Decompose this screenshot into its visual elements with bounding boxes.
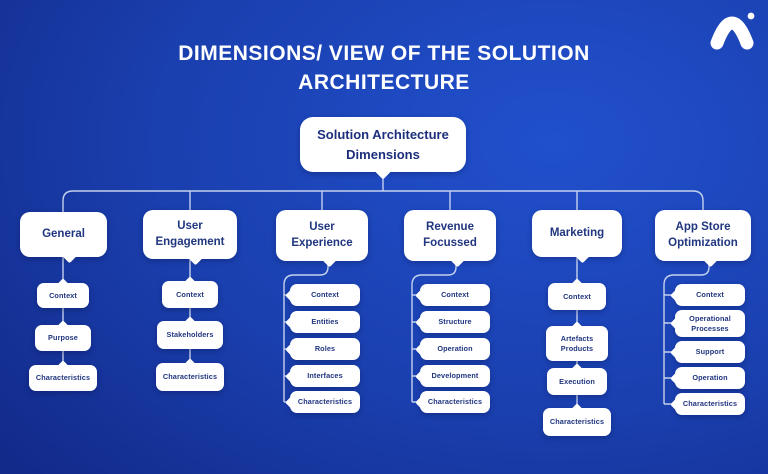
- node-user-experience-interfaces: Interfaces: [285, 365, 360, 387]
- node-user-engagement-label: User Engagement: [155, 219, 225, 248]
- child-label: Context: [696, 290, 724, 300]
- node-revenue-focussed: Revenue Focussed: [404, 210, 496, 268]
- child-label: Purpose: [48, 333, 78, 343]
- node-aso-operation: Operation: [670, 367, 745, 389]
- node-user-engagement: User Engagement: [143, 210, 237, 266]
- node-revenue-development: Development: [415, 365, 490, 387]
- node-root-label: Solution Architecture Dimensions: [317, 127, 449, 162]
- child-label: Structure: [438, 317, 472, 327]
- child-label: Characteristics: [427, 397, 483, 407]
- child-label: Context: [49, 290, 77, 300]
- node-revenue-structure: Structure: [415, 311, 490, 333]
- child-label: Characteristics: [162, 372, 218, 382]
- node-aso-operational-processes: Operational Processes: [670, 310, 745, 337]
- node-revenue-focussed-label: Revenue Focussed: [423, 220, 477, 249]
- node-general-characteristics: Characteristics: [29, 360, 97, 391]
- node-user-experience-characteristics: Characteristics: [285, 391, 360, 413]
- child-label: Context: [311, 290, 339, 300]
- child-label: Characteristics: [549, 417, 605, 427]
- node-marketing-label: Marketing: [549, 226, 605, 239]
- child-label: Characteristics: [35, 373, 91, 383]
- child-label: Context: [176, 289, 204, 299]
- child-label: Operation: [437, 344, 473, 354]
- page-title: DIMENSIONS/ VIEW OF THE SOLUTION ARCHITE…: [178, 42, 590, 94]
- node-aso-support: Support: [670, 341, 745, 363]
- child-label: Characteristics: [682, 399, 738, 409]
- node-user-experience-label: User Experience: [291, 220, 353, 249]
- node-general-label: General: [42, 227, 85, 240]
- node-user-experience-context: Context: [285, 284, 360, 306]
- child-label: Context: [441, 290, 469, 300]
- node-revenue-operation: Operation: [415, 338, 490, 360]
- node-user-engagement-characteristics: Characteristics: [156, 358, 224, 391]
- child-label: Execution: [559, 376, 595, 386]
- child-label: Characteristics: [297, 397, 353, 407]
- child-label: Context: [563, 291, 591, 301]
- child-label: Interfaces: [307, 371, 343, 381]
- child-label: Support: [695, 347, 725, 357]
- child-label: Artefacts Products: [560, 334, 594, 353]
- node-app-store-optimization: App Store Optimization: [655, 210, 751, 268]
- brand-logo-icon: [710, 12, 755, 50]
- node-marketing-execution: Execution: [547, 363, 607, 395]
- node-revenue-context: Context: [415, 284, 490, 306]
- node-root: Solution Architecture Dimensions: [300, 117, 466, 180]
- node-marketing-artefacts-products: Artefacts Products: [546, 321, 608, 361]
- node-general-purpose: Purpose: [35, 320, 91, 351]
- node-user-engagement-context: Context: [162, 276, 218, 308]
- child-label: Development: [431, 371, 479, 381]
- node-user-experience: User Experience: [276, 210, 368, 268]
- node-aso-characteristics: Characteristics: [670, 393, 745, 415]
- child-label: Stakeholders: [166, 330, 214, 340]
- node-general-context: Context: [37, 278, 89, 308]
- child-label: Operational Processes: [689, 314, 731, 333]
- node-marketing: Marketing: [532, 210, 622, 264]
- node-general: General: [20, 212, 107, 264]
- node-aso-context: Context: [670, 284, 745, 306]
- node-user-experience-entities: Entities: [285, 311, 360, 333]
- node-revenue-characteristics: Characteristics: [415, 391, 490, 413]
- child-label: Operation: [692, 373, 728, 383]
- node-app-store-optimization-label: App Store Optimization: [668, 220, 738, 249]
- node-user-experience-roles: Roles: [285, 338, 360, 360]
- child-label: Roles: [314, 344, 336, 354]
- node-marketing-characteristics: Characteristics: [543, 403, 611, 436]
- node-user-engagement-stakeholders: Stakeholders: [157, 316, 223, 349]
- child-label: Entities: [311, 317, 339, 327]
- node-marketing-context: Context: [548, 278, 606, 310]
